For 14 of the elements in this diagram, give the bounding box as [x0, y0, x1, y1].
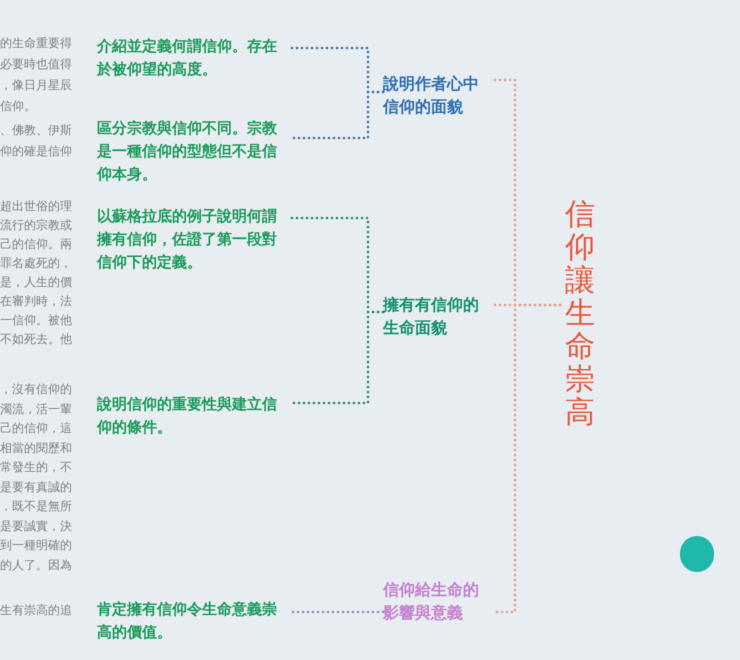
cropped-paragraph-text: ，沒有信仰的濁流，活一輩己的信仰，這相當的閱歷和常發生的，不是要有真誠的，既不是無所是要誠實，決到一種明確的的人了。因為 — [0, 381, 72, 574]
cropped-paragraph-text: 生有崇高的追 — [0, 602, 72, 619]
summary-text: 肯定擁有信仰令生命意義崇高的價值。 — [97, 598, 289, 644]
cropped-paragraph-text: 、佛教、伊斯仰的確是信仰 — [0, 122, 72, 160]
summary-text: 介紹並定義何謂信仰。存在於被仰望的高度。 — [97, 35, 289, 81]
root-topic: 信仰讓生命崇高 — [560, 198, 600, 429]
branch-topic: 信仰給生命的影響與意義 — [383, 578, 493, 624]
summary-text: 以蘇格拉底的例子說明何謂擁有信仰，佐證了第一段對信仰下的定義。 — [97, 205, 289, 274]
summary-text: 說明信仰的重要性與建立信仰的條件。 — [97, 393, 289, 439]
branch-topic: 擁有有信仰的生命面貌 — [383, 293, 493, 339]
cropped-paragraph-text: 超出世俗的理流行的宗教或己的信仰。兩罪名處死的，是，人生的價在審判時，法一信仰。被他不如死去。他 — [0, 198, 72, 348]
cropped-paragraph-text: 的生命重要得必要時也值得，像日月星辰信仰。 — [0, 35, 72, 115]
branch-topic: 說明作者心中信仰的面貌 — [383, 72, 493, 118]
summary-text: 區分宗教與信仰不同。宗教是一種信仰的型態但不是信仰本身。 — [97, 117, 289, 186]
